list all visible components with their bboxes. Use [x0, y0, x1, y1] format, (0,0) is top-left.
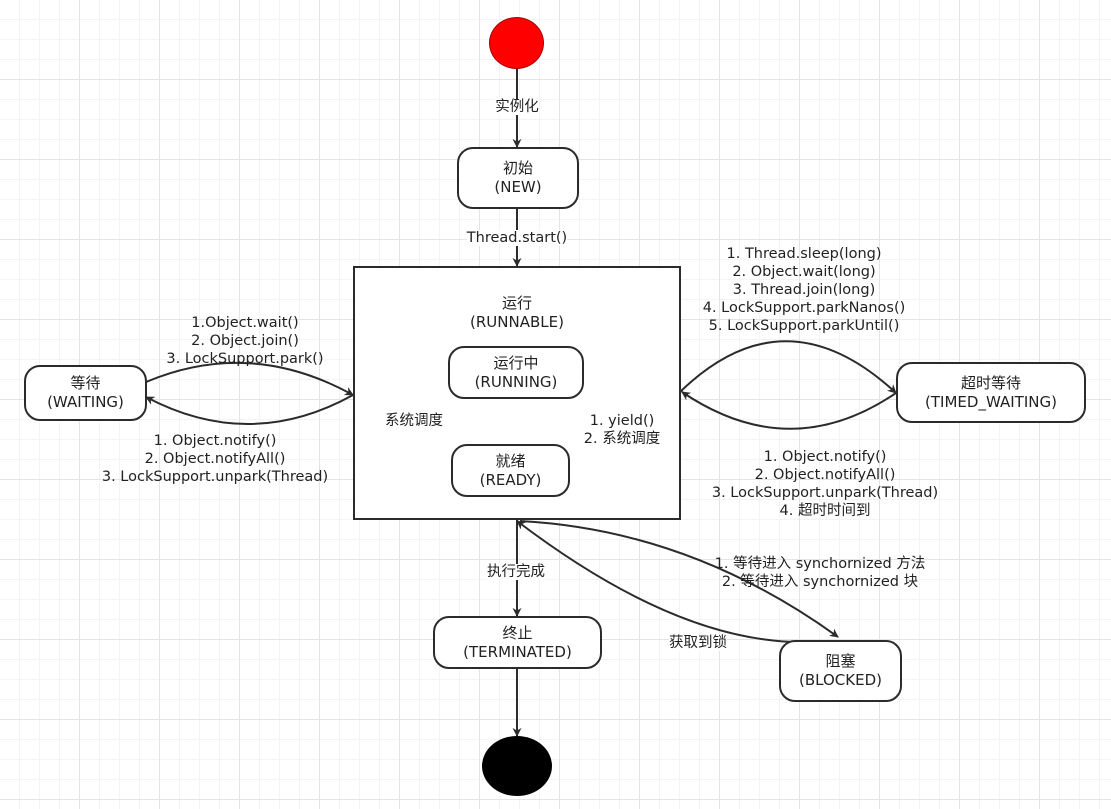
state-ready: 就绪 (READY): [451, 444, 570, 497]
label-from-waiting: 1. Object.notify() 2. Object.notifyAll()…: [101, 433, 329, 485]
edge-to-timed-upper: [679, 340, 897, 394]
state-new-name: 初始: [502, 159, 533, 177]
label-to-blocked: 1. 等待进入 synchornized 方法 2. 等待进入 synchorn…: [714, 556, 926, 590]
initial-state-node: [489, 17, 544, 69]
state-waiting-code: (WAITING): [47, 393, 124, 411]
label-running-to-ready: 1. yield() 2. 系统调度: [583, 413, 661, 447]
label-to-waiting: 1.Object.wait() 2. Object.join() 3. Lock…: [166, 315, 324, 367]
state-timed-code: (TIMED_WAITING): [925, 392, 1057, 411]
state-blocked-code: (BLOCKED): [799, 671, 882, 689]
edge-to-waiting-upper: [145, 361, 354, 396]
state-ready-name: 就绪: [495, 451, 526, 470]
state-blocked: 阻塞 (BLOCKED): [779, 640, 902, 702]
state-waiting: 等待 (WAITING): [24, 365, 147, 421]
state-running-name: 运行中: [493, 353, 539, 372]
state-waiting-name: 等待: [70, 374, 101, 392]
label-complete: 执行完成: [487, 564, 545, 580]
label-to-timed: 1. Thread.sleep(long) 2. Object.wait(lon…: [702, 246, 906, 334]
label-from-timed: 1. Object.notify() 2. Object.notifyAll()…: [711, 449, 939, 519]
state-new-code: (NEW): [494, 178, 542, 196]
state-timed-waiting: 超时等待 (TIMED_WAITING): [896, 362, 1086, 423]
state-running-code: (RUNNING): [474, 372, 558, 391]
state-runnable-title: 运行 (RUNNABLE): [355, 294, 679, 332]
state-terminated: 终止 (TERMINATED): [433, 616, 602, 669]
final-state-node: [482, 736, 552, 796]
state-blocked-name: 阻塞: [825, 652, 856, 670]
label-from-blocked: 获取到锁: [669, 635, 727, 651]
edge-from-waiting-lower: [145, 394, 354, 425]
edge-from-blocked: [516, 520, 809, 644]
state-running: 运行中 (RUNNING): [448, 346, 584, 399]
state-runnable-code: (RUNNABLE): [470, 313, 564, 331]
state-new: 初始 (NEW): [457, 147, 579, 209]
state-terminated-code: (TERMINATED): [463, 642, 572, 661]
label-thread-start: Thread.start(): [466, 230, 568, 246]
label-system-schedule: 系统调度: [385, 413, 443, 429]
state-ready-code: (READY): [479, 470, 542, 489]
state-timed-name: 超时等待: [960, 373, 1021, 392]
state-terminated-name: 终止: [502, 623, 533, 642]
edge-to-blocked: [519, 520, 839, 638]
state-runnable-name: 运行: [501, 294, 532, 312]
label-instantiate: 实例化: [495, 99, 539, 115]
edge-from-timed-lower: [681, 391, 897, 430]
